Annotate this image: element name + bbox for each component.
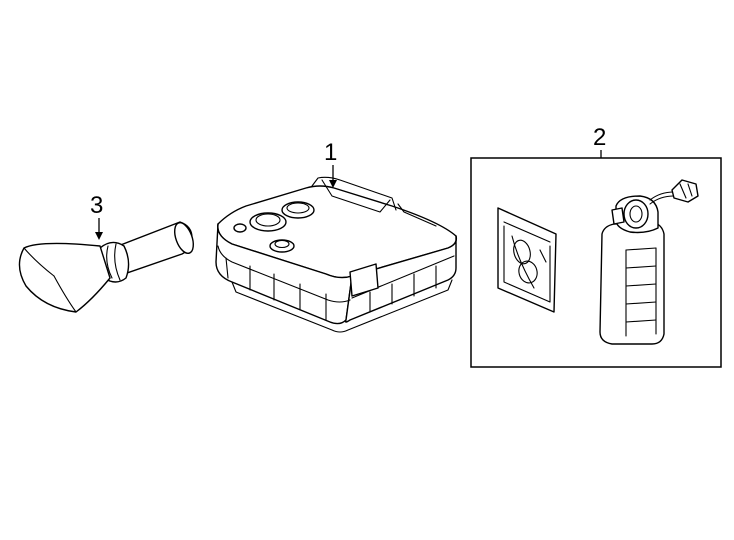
callout-3-arrowhead xyxy=(95,232,103,240)
funnel-adapter-part[interactable] xyxy=(18,220,197,313)
callout-2: 2 xyxy=(593,124,606,158)
callout-1-arrowhead xyxy=(329,180,337,188)
sealant-packet xyxy=(497,207,557,313)
sealant-kit-group[interactable] xyxy=(470,157,722,368)
kit-frame xyxy=(470,157,722,368)
sealant-bottle xyxy=(599,179,699,345)
callout-2-label: 2 xyxy=(593,124,606,151)
compressor-part[interactable] xyxy=(215,176,458,333)
callout-3-label: 3 xyxy=(90,192,103,219)
callout-1: 1 xyxy=(324,139,337,188)
callout-3: 3 xyxy=(90,192,103,240)
callout-1-label: 1 xyxy=(324,139,337,166)
